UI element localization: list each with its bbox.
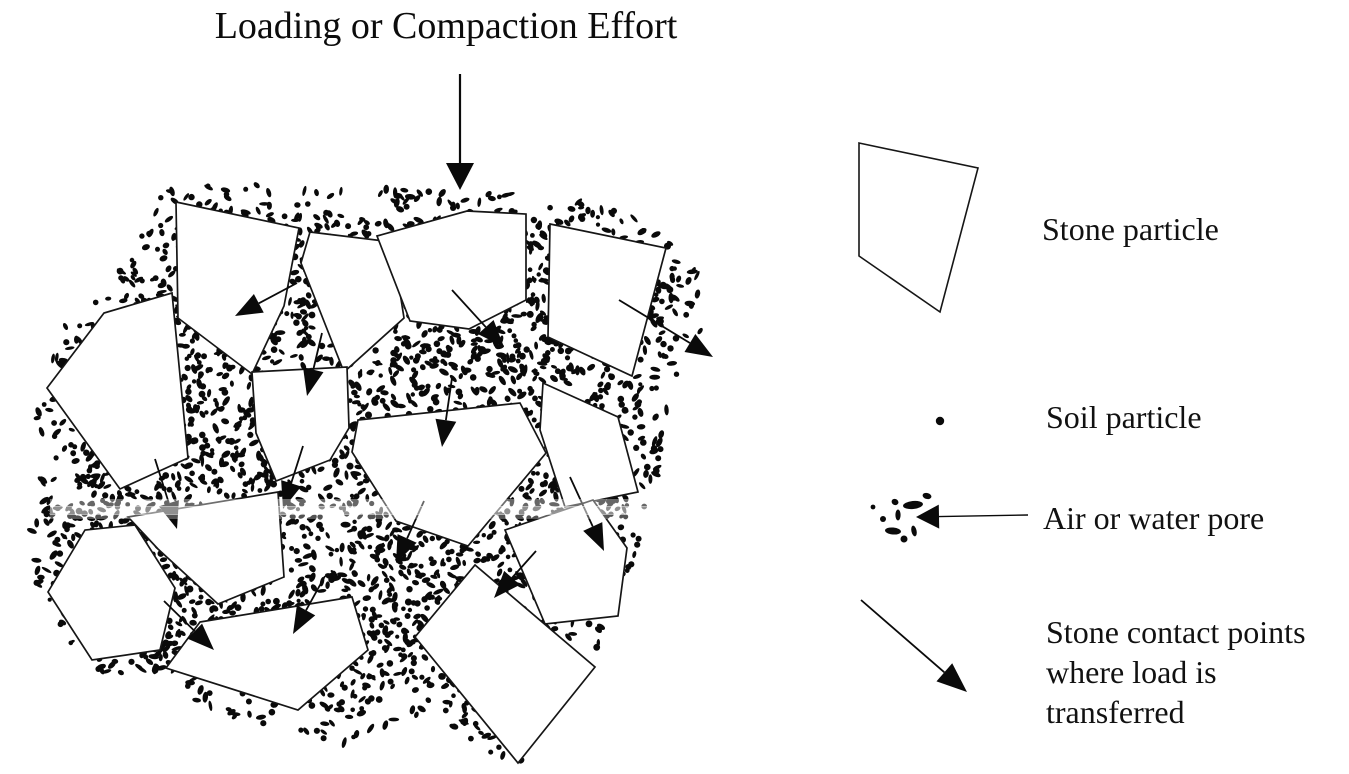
- stone-particle-shape: [164, 596, 369, 711]
- stone-particle-shape: [539, 381, 640, 508]
- load-arrow: [618, 299, 713, 357]
- legend-pore-cluster: [870, 492, 932, 543]
- load-arrow: [569, 476, 604, 551]
- legend-stone-particle-shape: [858, 142, 979, 314]
- loading-arrow: [446, 74, 474, 190]
- load-arrow: [163, 600, 214, 650]
- legend-label-air-water-pore: Air or water pore: [1043, 498, 1264, 538]
- legend-text: transferred: [1046, 694, 1185, 730]
- stone-particle-shape: [175, 200, 300, 376]
- legend-text: Air or water pore: [1043, 500, 1265, 536]
- stone-particle-shape: [46, 524, 176, 661]
- load-arrow: [281, 445, 304, 509]
- load-arrow: [435, 377, 457, 447]
- legend-contact-arrow: [860, 599, 967, 692]
- legend-label-soil-particle: Soil particle: [1046, 397, 1202, 437]
- load-arrow: [494, 550, 537, 598]
- legend-text: where load is: [1046, 654, 1217, 690]
- legend-label-stone-particle: Stone particle: [1042, 209, 1219, 249]
- load-arrow: [235, 282, 298, 316]
- figure-title: Loading or Compaction Effort: [214, 5, 678, 47]
- stone-particle-shape: [375, 210, 527, 330]
- stone-particle-shape: [45, 291, 189, 491]
- legend-text: Stone contact points: [1046, 614, 1306, 650]
- legend-label-stone-contact-points: Stone contact points where load is trans…: [1046, 612, 1306, 732]
- legend-text: Stone particle: [1042, 211, 1219, 247]
- load-arrow: [451, 289, 504, 347]
- loading-arrow-shape: [446, 74, 474, 190]
- stone-particle-shape: [251, 366, 350, 483]
- legend-soil-particle-dot: [935, 416, 945, 426]
- load-arrow: [293, 575, 326, 634]
- load-arrow: [303, 332, 324, 396]
- legend-pore-arrow: [916, 504, 1029, 529]
- load-transfer-arrows: [154, 282, 713, 650]
- legend-text: Soil particle: [1046, 399, 1202, 435]
- stone-particle-shape: [547, 222, 668, 378]
- scan-artifact-band: [50, 499, 718, 519]
- stone-particle-shape: [413, 563, 597, 765]
- stone-particle-shape: [126, 491, 285, 605]
- legend-symbols: [858, 142, 1029, 692]
